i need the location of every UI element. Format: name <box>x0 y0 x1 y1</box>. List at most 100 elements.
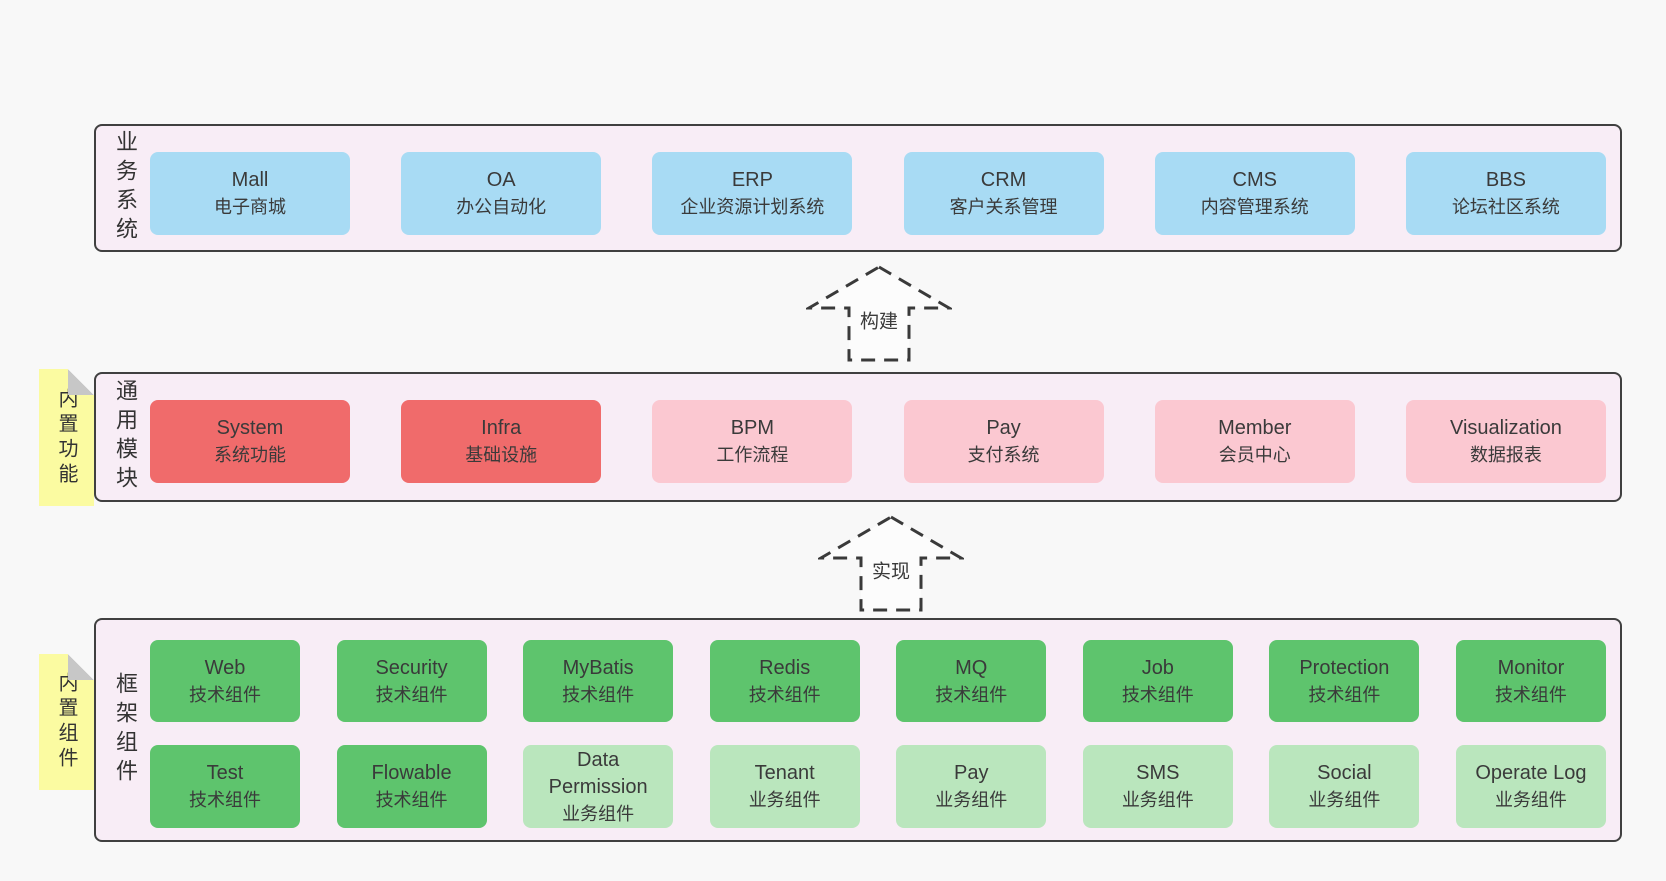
layer-business-systems: 业务系统 Mall 电子商城 OA 办公自动化 ERP 企业资源计划系统 CRM… <box>94 124 1622 252</box>
box-member: Member 会员中心 <box>1154 400 1355 483</box>
folded-corner-icon <box>68 654 94 680</box>
layer-common-modules: 通用模块 System 系统功能 Infra 基础设施 BPM 工作流程 Pay… <box>94 372 1622 502</box>
box-test: Test 技术组件 <box>150 745 300 828</box>
box-cms: CMS 内容管理系统 <box>1154 152 1355 235</box>
business-row: Mall 电子商城 OA 办公自动化 ERP 企业资源计划系统 CRM 客户关系… <box>150 152 1606 235</box>
box-pay: Pay 支付系统 <box>903 400 1104 483</box>
box-title: MyBatis <box>562 656 634 679</box>
box-title: Infra <box>481 417 522 439</box>
box-title: ERP <box>731 169 773 191</box>
layer-label-business: 业务系统 <box>113 130 138 246</box>
box-title: Test <box>206 762 244 784</box>
box-title: BBS <box>1485 169 1526 191</box>
box-visualization: Visualization 数据报表 <box>1405 400 1606 483</box>
box-subtitle: 数据报表 <box>1469 445 1542 465</box>
box-title: Tenant <box>754 762 815 784</box>
box-sms: SMS 业务组件 <box>1082 745 1233 828</box>
box-title: Flowable <box>371 762 452 784</box>
box-web: Web 技术组件 <box>150 640 300 722</box>
arrow-implement-label: 实现 <box>868 556 914 584</box>
box-protection: Protection 技术组件 <box>1269 640 1420 722</box>
box-title: Data Permission <box>548 748 648 798</box>
folded-corner-icon <box>68 369 94 395</box>
box-security: Security 技术组件 <box>336 640 487 722</box>
box-subtitle: 业务组件 <box>562 803 635 824</box>
box-subtitle: 技术组件 <box>189 684 261 705</box>
box-tenant: Tenant 业务组件 <box>709 745 860 828</box>
box-subtitle: 基础设施 <box>465 445 538 465</box>
layer-framework-components: 框架组件 Web 技术组件 Security 技术组件 MyBatis 技术组件… <box>94 618 1622 842</box>
arrow-build: 构建 <box>806 264 952 363</box>
box-title: Pay <box>954 762 989 784</box>
box-subtitle: 技术组件 <box>935 684 1008 705</box>
components-row-2: Test 技术组件 Flowable 技术组件 Data Permission … <box>150 745 1606 828</box>
box-subtitle: 系统功能 <box>214 445 286 465</box>
box-subtitle: 业务组件 <box>1494 790 1567 810</box>
box-bpm: BPM 工作流程 <box>652 400 853 483</box>
box-title: Pay <box>986 417 1021 439</box>
box-infra: Infra 基础设施 <box>401 400 602 483</box>
layer-label-modules: 通用模块 <box>113 379 138 495</box>
box-subtitle: 电子商城 <box>214 197 286 217</box>
box-subtitle: 业务组件 <box>1121 790 1194 810</box>
box-subtitle: 工作流程 <box>716 445 789 465</box>
components-row-1: Web 技术组件 Security 技术组件 MyBatis 技术组件 Redi… <box>150 640 1606 722</box>
layer-label-components: 框架组件 <box>113 672 138 788</box>
box-subtitle: 技术组件 <box>562 684 635 705</box>
box-system: System 系统功能 <box>150 400 350 483</box>
box-oa: OA 办公自动化 <box>401 152 602 235</box>
box-subtitle: 论坛社区系统 <box>1451 197 1560 217</box>
box-subtitle: 业务组件 <box>748 790 821 810</box>
box-title: Web <box>204 656 246 679</box>
box-subtitle: 技术组件 <box>375 684 448 705</box>
box-title: SMS <box>1136 762 1180 784</box>
box-job: Job 技术组件 <box>1082 640 1233 722</box>
box-title: CRM <box>980 169 1027 191</box>
box-title: Operate Log <box>1475 762 1587 784</box>
box-title: Visualization <box>1449 417 1562 439</box>
box-title: Security <box>375 656 448 679</box>
box-mybatis: MyBatis 技术组件 <box>523 640 674 722</box>
box-operate-log: Operate Log 业务组件 <box>1455 745 1606 828</box>
box-erp: ERP 企业资源计划系统 <box>652 152 853 235</box>
modules-row: System 系统功能 Infra 基础设施 BPM 工作流程 Pay 支付系统… <box>150 400 1606 483</box>
box-subtitle: 企业资源计划系统 <box>680 197 825 217</box>
box-subtitle: 内容管理系统 <box>1200 197 1309 217</box>
box-redis: Redis 技术组件 <box>709 640 860 722</box>
box-data-permission: Data Permission 业务组件 <box>523 745 674 828</box>
box-title: Social <box>1317 762 1372 784</box>
box-subtitle: 业务组件 <box>1308 790 1381 810</box>
arrow-implement: 实现 <box>818 514 964 613</box>
arrow-build-label: 构建 <box>856 306 902 334</box>
box-subtitle: 技术组件 <box>1121 684 1194 705</box>
box-title: System <box>216 417 284 439</box>
sticky-label: 内置组件 <box>55 672 77 772</box>
box-crm: CRM 客户关系管理 <box>903 152 1104 235</box>
box-title: Redis <box>759 656 811 679</box>
box-subtitle: 会员中心 <box>1218 445 1291 465</box>
box-subtitle: 办公自动化 <box>456 197 547 217</box>
box-title: Member <box>1218 417 1292 439</box>
box-subtitle: 支付系统 <box>967 445 1040 465</box>
box-title: Job <box>1141 656 1174 679</box>
box-title: MQ <box>955 656 988 679</box>
box-subtitle: 技术组件 <box>1494 684 1567 705</box>
box-monitor: Monitor 技术组件 <box>1455 640 1606 722</box>
sticky-label: 内置功能 <box>55 387 77 488</box>
box-subtitle: 技术组件 <box>189 790 261 810</box>
box-mall: Mall 电子商城 <box>150 152 350 235</box>
sticky-built-in-features: 内置功能 <box>39 369 94 506</box>
box-pay-component: Pay 业务组件 <box>896 745 1047 828</box>
box-subtitle: 客户关系管理 <box>949 197 1058 217</box>
box-title: Monitor <box>1497 656 1565 679</box>
box-title: Protection <box>1299 656 1390 679</box>
box-subtitle: 技术组件 <box>748 684 821 705</box>
box-mq: MQ 技术组件 <box>896 640 1047 722</box>
box-title: CMS <box>1232 169 1277 191</box>
box-subtitle: 技术组件 <box>375 790 448 810</box>
box-social: Social 业务组件 <box>1269 745 1420 828</box>
box-bbs: BBS 论坛社区系统 <box>1405 152 1606 235</box>
box-title: Mall <box>231 169 269 191</box>
box-flowable: Flowable 技术组件 <box>336 745 487 828</box>
